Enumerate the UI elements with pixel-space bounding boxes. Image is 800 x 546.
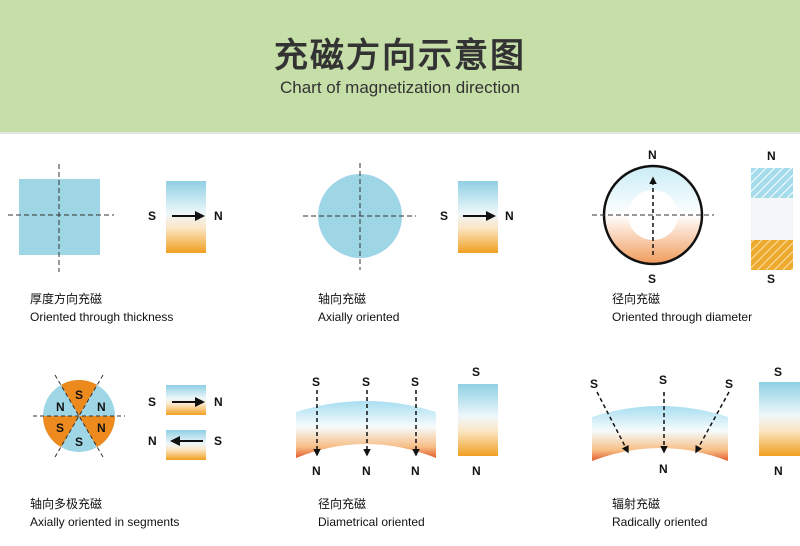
magnet-side-view: [458, 384, 498, 456]
arc-magnet: [296, 401, 436, 458]
arrow-diagonal-icon: [596, 391, 629, 454]
pole-label-n: N: [148, 434, 157, 448]
caption-en: Diametrical oriented: [318, 515, 425, 529]
segment-label-s: S: [56, 421, 64, 435]
caption-cn: 辐射充磁: [612, 497, 661, 511]
pole-label-s: S: [362, 375, 370, 389]
caption-en: Oriented through diameter: [612, 310, 753, 324]
pole-label-n: N: [312, 464, 321, 478]
caption-axial: 轴向充磁 Axially oriented: [318, 290, 399, 326]
page-header: 充磁方向示意图 Chart of magnetization direction: [0, 0, 800, 132]
pole-label-s: S: [767, 272, 775, 286]
magnet-side-view: [759, 382, 800, 456]
pole-label-n: N: [774, 464, 783, 478]
caption-cn: 径向充磁: [612, 292, 661, 306]
segment-label-n: N: [56, 400, 65, 414]
caption-en: Oriented through thickness: [30, 310, 174, 324]
arrow-diagonal-icon: [695, 391, 730, 454]
page-title: 充磁方向示意图: [274, 36, 526, 76]
caption-cn: 厚度方向充磁: [30, 292, 103, 306]
pole-label-s: S: [411, 375, 419, 389]
arc-magnet: [592, 406, 728, 461]
caption-radial: 辐射充磁 Radically oriented: [612, 495, 707, 531]
pole-label-n: N: [214, 395, 223, 409]
diagram-diameter: N S N S: [592, 148, 793, 286]
caption-en: Radically oriented: [612, 515, 708, 529]
pole-label-s: S: [590, 377, 598, 391]
segment-label-n: N: [97, 400, 106, 414]
pole-label-s: S: [148, 395, 156, 409]
pole-label-n: N: [362, 464, 371, 478]
pole-label-n: N: [214, 209, 223, 223]
pole-label-s: S: [659, 373, 667, 387]
segment-label-s: S: [75, 388, 83, 402]
segment-label-n: N: [97, 421, 106, 435]
caption-cn: 轴向充磁: [318, 292, 367, 306]
pole-label-n: N: [505, 209, 514, 223]
magnet-side-view-bottom: [166, 430, 206, 460]
page-subtitle: Chart of magnetization direction: [279, 78, 521, 97]
diagram-radial: S S S N S N: [590, 365, 800, 478]
diagram-diametrical: S S S N N N S N: [296, 365, 498, 478]
pole-label-s: S: [440, 209, 448, 223]
segment-label-s: S: [75, 435, 83, 449]
caption-en: Axially oriented in segments: [30, 515, 180, 529]
caption-segments: 轴向多极充磁 Axially oriented in segments: [30, 495, 179, 531]
pole-label-s: S: [214, 434, 222, 448]
pole-label-s: S: [648, 272, 656, 286]
magnet-middle: [751, 198, 793, 240]
caption-cn: 径向充磁: [318, 497, 367, 511]
pole-label-n: N: [648, 148, 657, 162]
caption-cn: 轴向多极充磁: [30, 497, 103, 511]
magnet-side-view-top: [166, 385, 206, 415]
caption-thickness: 厚度方向充磁 Oriented through thickness: [30, 290, 173, 326]
header-divider: [0, 132, 800, 134]
diagram-segments: S N S N S N S N N S: [33, 374, 223, 460]
caption-en: Axially oriented: [318, 310, 400, 324]
pole-label-s: S: [312, 375, 320, 389]
pole-label-n: N: [411, 464, 420, 478]
caption-diameter: 径向充磁 Oriented through diameter: [612, 290, 752, 326]
pole-label-n: N: [472, 464, 481, 478]
pole-label-n: N: [767, 149, 776, 163]
diagram-thickness: S N: [8, 164, 223, 272]
pole-label-s: S: [148, 209, 156, 223]
hatched-orange-segment: [751, 240, 793, 270]
diagram-axial: S N: [303, 163, 514, 270]
caption-diametrical: 径向充磁 Diametrical oriented: [318, 495, 425, 531]
pole-label-s: S: [774, 365, 782, 379]
pole-label-s: S: [472, 365, 480, 379]
hatched-blue-segment: [751, 168, 793, 198]
pole-label-n: N: [659, 462, 668, 476]
pole-label-s: S: [725, 377, 733, 391]
